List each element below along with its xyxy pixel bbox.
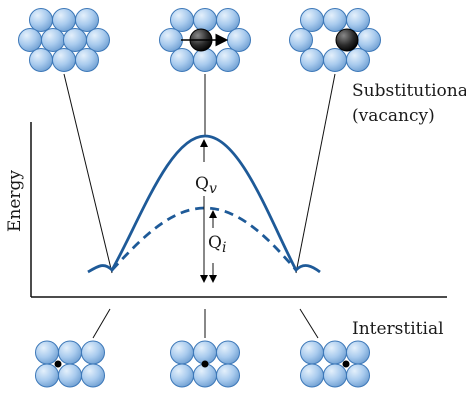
interstitial-atom: [342, 360, 350, 368]
interstitial-atom: [54, 360, 62, 368]
host-atom: [216, 8, 240, 32]
host-atom: [29, 8, 53, 32]
lattice-bottom-right: [300, 340, 370, 388]
host-atom: [323, 363, 347, 388]
host-atom: [75, 8, 99, 32]
interstitial-energy-curve: [110, 206, 298, 271]
interstitial-label: Interstitial: [352, 319, 444, 339]
host-atom: [159, 28, 183, 52]
host-atom: [170, 48, 194, 72]
host-atom: [300, 340, 324, 365]
host-atom: [300, 48, 324, 72]
host-atom: [52, 8, 76, 32]
host-atom: [35, 340, 59, 365]
connector-top-left: [63, 73, 113, 274]
host-atom: [52, 48, 76, 72]
host-atom: [323, 48, 347, 72]
host-atom: [170, 340, 194, 365]
substitutional-energy-curve: [87, 134, 321, 274]
host-atom: [346, 48, 370, 72]
substitutional-atom: [335, 28, 359, 52]
host-atom: [216, 48, 240, 72]
host-atom: [346, 363, 370, 388]
host-atom: [86, 28, 110, 52]
host-atom: [216, 363, 240, 388]
host-atom: [193, 8, 217, 32]
interstitial-atom: [201, 360, 209, 368]
host-atom: [75, 48, 99, 72]
lattice-bottom-middle: [170, 340, 240, 388]
host-atom: [81, 340, 105, 365]
host-atom: [81, 363, 105, 388]
connector-bottom-left: [92, 308, 111, 339]
host-atom: [346, 340, 370, 365]
lattice-top-right: [289, 8, 381, 72]
host-atom: [300, 8, 324, 32]
connector-top-right: [295, 73, 336, 274]
host-atom: [227, 28, 251, 52]
host-atom: [18, 28, 42, 52]
lattice-bottom-left: [35, 340, 105, 388]
host-atom: [346, 8, 370, 32]
host-atom: [323, 8, 347, 32]
lattice-top-middle: [159, 8, 251, 72]
host-atom: [170, 8, 194, 32]
connector-bottom-right: [299, 308, 319, 339]
host-atom: [300, 363, 324, 388]
host-atom: [35, 363, 59, 388]
qi-label: Qi: [208, 233, 226, 256]
energy-axis-label: Energy: [5, 170, 25, 232]
host-atom: [216, 340, 240, 365]
host-atom: [193, 48, 217, 72]
host-atom: [357, 28, 381, 52]
host-atom: [323, 340, 347, 365]
host-atom: [289, 28, 313, 52]
lattice-top-left: [18, 8, 110, 72]
host-atom: [170, 363, 194, 388]
substitutional-label: Substitutional: [352, 81, 466, 101]
vacancy-label: (vacancy): [352, 106, 435, 126]
qv-label: Qv: [195, 174, 217, 197]
host-atom: [58, 363, 82, 388]
host-atom: [29, 48, 53, 72]
host-atom: [41, 28, 65, 52]
host-atom: [63, 28, 87, 52]
host-atom: [58, 340, 82, 365]
